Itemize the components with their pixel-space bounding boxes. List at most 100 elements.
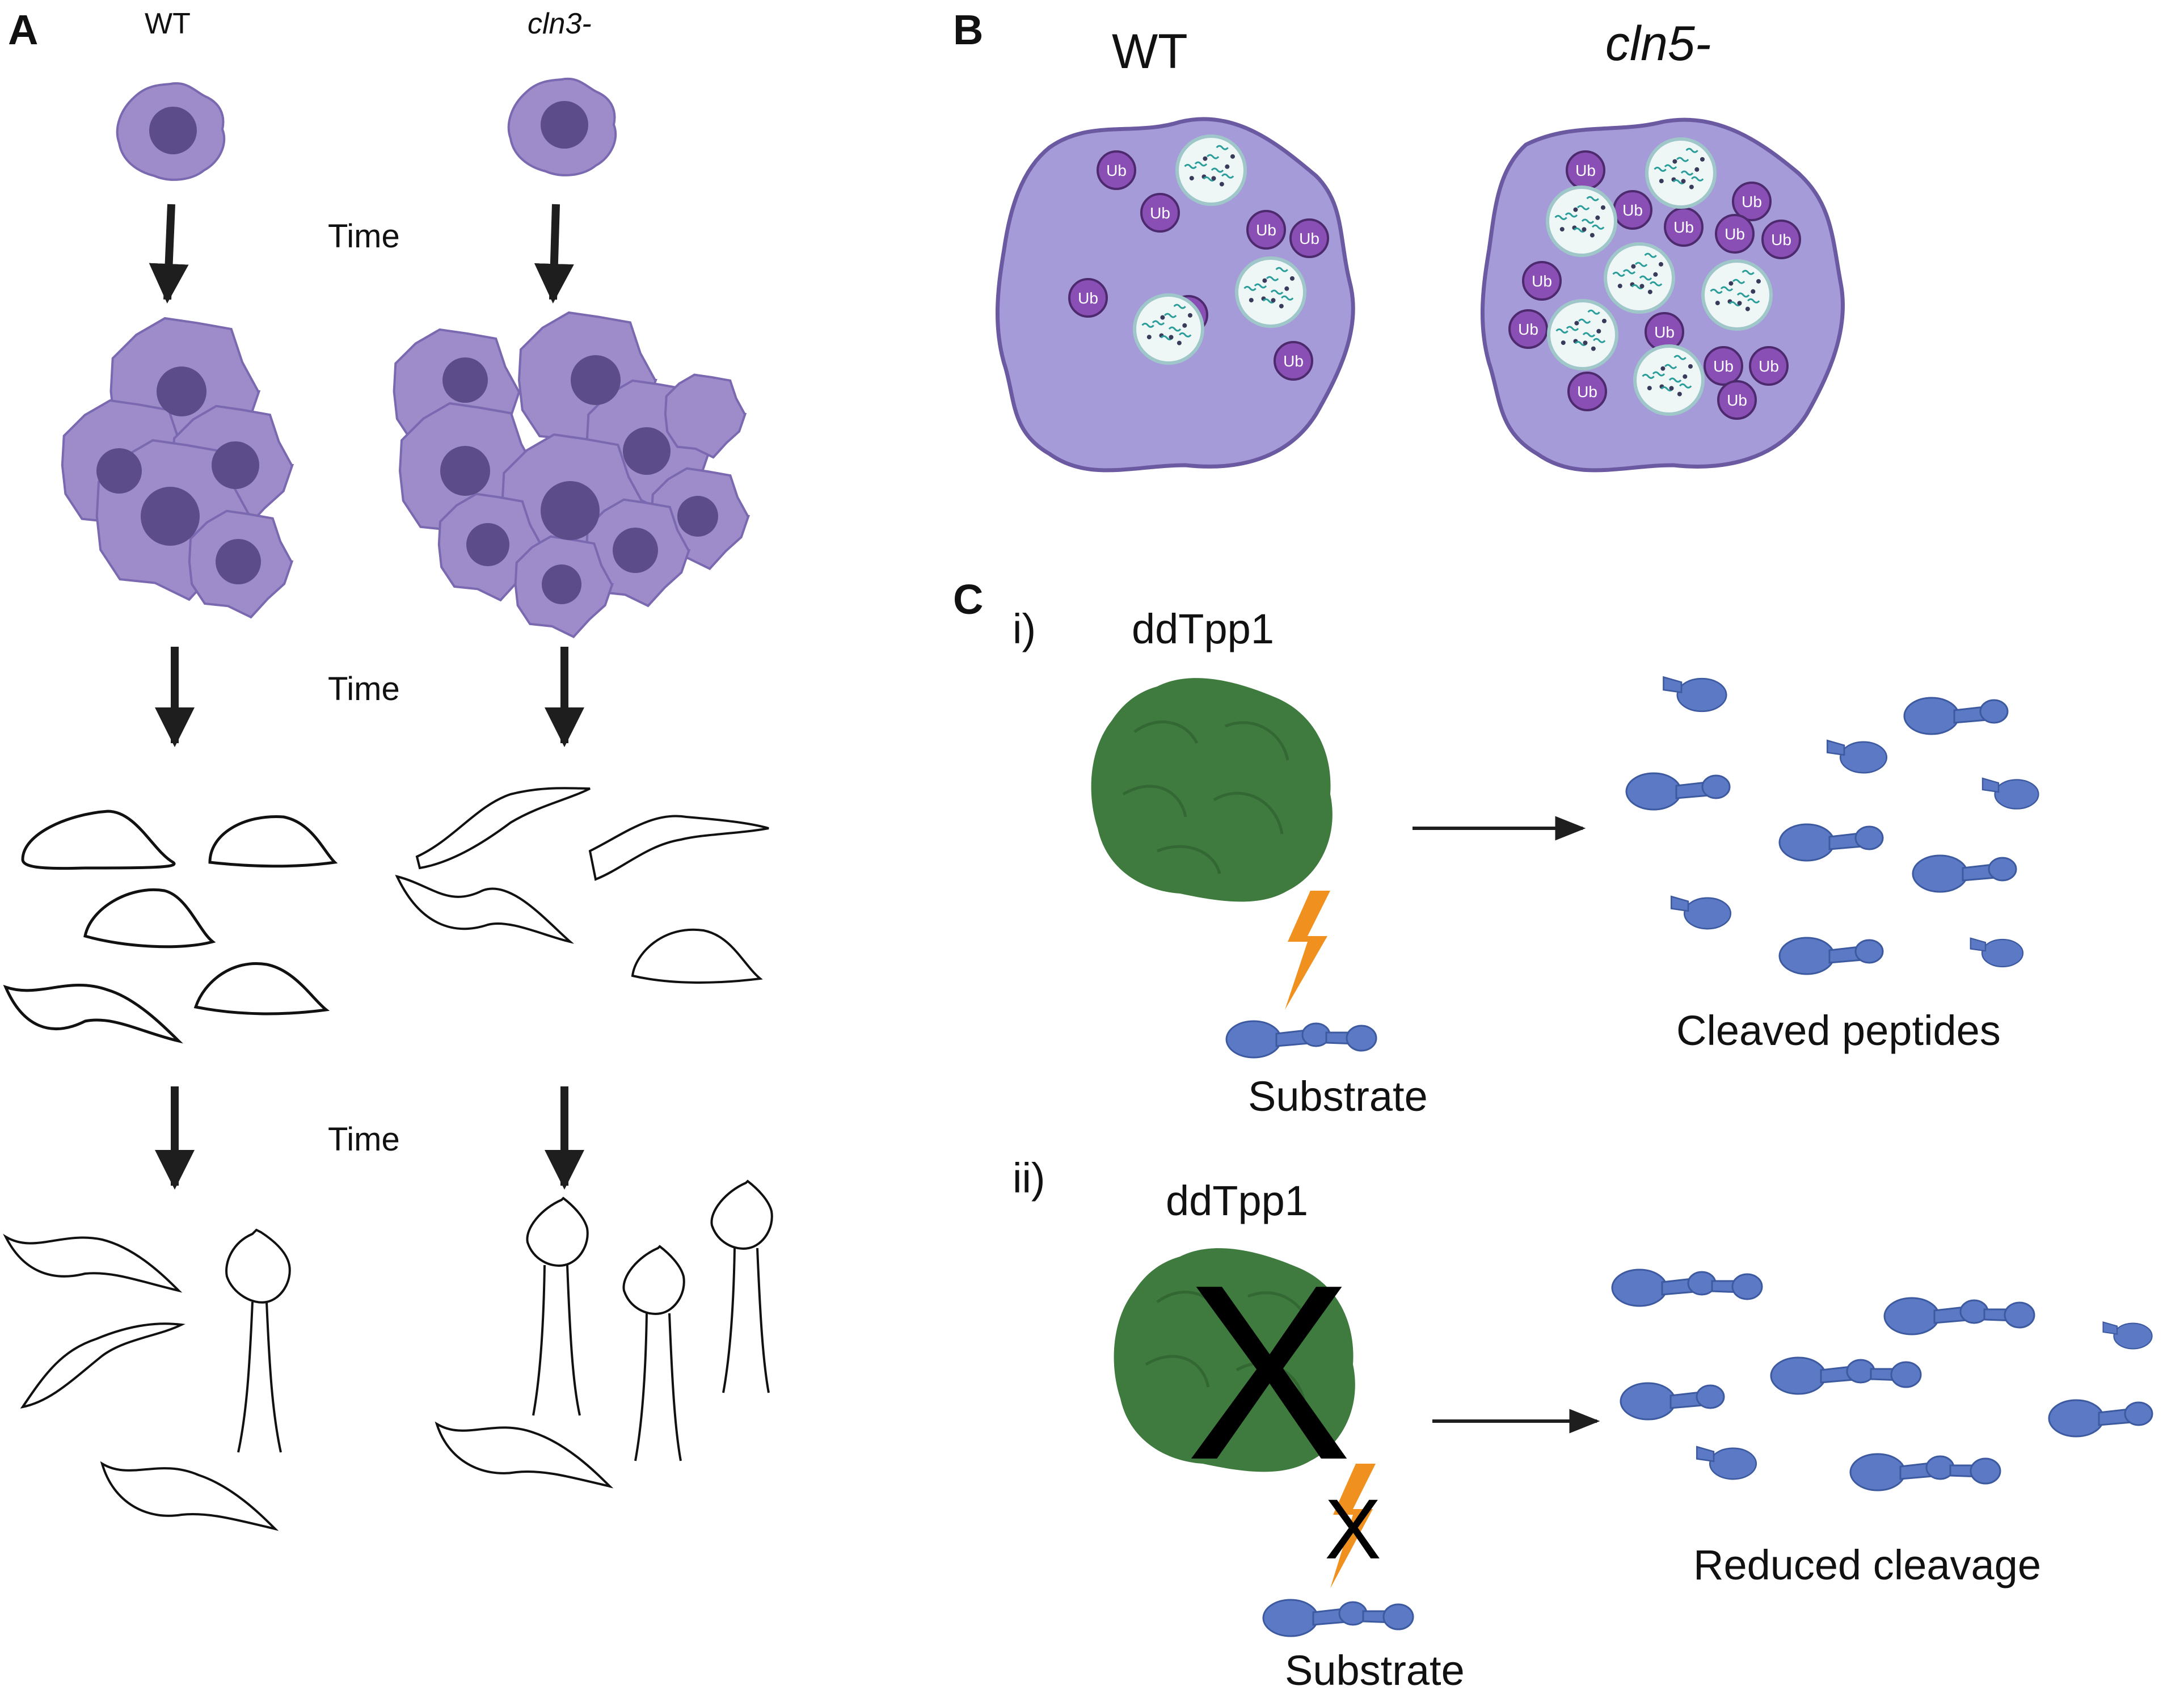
mutant-amoebae <box>395 787 769 984</box>
peptide-shape <box>1670 895 1732 930</box>
svg-text:Ub: Ub <box>1622 201 1643 219</box>
panel-label-b: B <box>953 6 984 53</box>
product-label-i: Cleaved peptides <box>1676 1007 2001 1054</box>
product-label-ii: Reduced cleavage <box>1693 1541 2041 1588</box>
panel-label-c: C <box>953 576 984 623</box>
peptide-shape <box>2102 1321 2153 1350</box>
time-label-2: Time <box>328 671 400 707</box>
lysosome-vesicle <box>1604 242 1675 314</box>
ub-vesicle: Ub <box>1508 309 1548 349</box>
peptide-shape <box>1620 1382 1725 1421</box>
lysosome-vesicle <box>1701 259 1773 331</box>
svg-text:Ub: Ub <box>1283 352 1304 370</box>
ub-vesicle: Ub <box>1749 346 1789 386</box>
ub-vesicle: Ub <box>1704 346 1743 386</box>
svg-text:Ub: Ub <box>1742 193 1762 210</box>
svg-text:Ub: Ub <box>1150 204 1170 222</box>
panel-a-mutant-heading: cln3- <box>528 7 592 40</box>
svg-text:Ub: Ub <box>1713 357 1734 375</box>
peptide-shape <box>1611 1269 1763 1307</box>
svg-text:Ub: Ub <box>1078 289 1098 307</box>
peptide-shape <box>1625 772 1731 811</box>
lysosome-vesicle <box>1645 137 1717 209</box>
peptide-shape <box>1778 823 1884 862</box>
panel-label-a: A <box>8 6 39 53</box>
mutant-bottom-stage <box>435 1179 773 1489</box>
peptide-shape <box>1849 1453 2001 1491</box>
ub-vesicle: Ub <box>1732 182 1772 221</box>
ub-vesicle: Ub <box>1140 193 1180 233</box>
svg-text:Ub: Ub <box>1256 221 1276 239</box>
arrow-mut-1 <box>534 204 574 304</box>
panel-b-wt-heading: WT <box>1112 24 1188 79</box>
ub-vesicle: Ub <box>1068 278 1108 318</box>
peptide-shape <box>2048 1399 2153 1438</box>
wt-amoebae <box>3 810 338 1044</box>
wt-cell-cluster <box>61 317 294 619</box>
lightning-bolt-ii <box>1330 1464 1376 1588</box>
mutant-single-cell <box>507 77 617 176</box>
ub-vesicle: Ub <box>1761 220 1801 259</box>
substrate-label-i: Substrate <box>1248 1073 1428 1120</box>
peptide-shape <box>1770 1356 1922 1395</box>
ub-vesicle: Ub <box>1717 380 1757 420</box>
panel-b-diagram: UbUbUbUbUbUbUbUbUbUbUbUbUbUbUbUbUbUbUbUb <box>995 117 1845 473</box>
svg-text:Ub: Ub <box>1577 383 1597 401</box>
svg-text:Ub: Ub <box>1727 391 1747 409</box>
wt-single-cell <box>116 82 226 181</box>
svg-text:Ub: Ub <box>1759 357 1779 375</box>
lysosome-vesicle <box>1175 134 1247 206</box>
arrow-wt-1 <box>149 204 189 304</box>
svg-text:Ub: Ub <box>1299 230 1319 247</box>
svg-text:Ub: Ub <box>1725 225 1745 243</box>
ub-vesicle: Ub <box>1566 150 1605 190</box>
substrate-label-ii: Substrate <box>1285 1647 1465 1694</box>
enzyme-label-ii: ddTpp1 <box>1166 1177 1308 1224</box>
enzyme-block-mark: X <box>1186 1233 1352 1512</box>
ub-vesicle: Ub <box>1715 214 1755 254</box>
ub-vesicle: Ub <box>1274 341 1313 381</box>
lightning-bolt-i <box>1285 891 1330 1010</box>
lysosome-vesicle <box>1547 299 1618 370</box>
roman-ii: ii) <box>1013 1154 1045 1202</box>
time-label-1: Time <box>328 218 400 255</box>
peptide-shape <box>1903 697 2009 735</box>
svg-text:Ub: Ub <box>1575 162 1596 179</box>
peptide-shape <box>1262 1599 1414 1637</box>
peptide-shape <box>1225 1020 1377 1059</box>
ub-vesicle: Ub <box>1645 312 1684 352</box>
peptide-shape <box>1826 739 1888 774</box>
peptide-shape <box>1663 676 1727 713</box>
peptide-shape <box>1912 854 2017 893</box>
svg-text:Ub: Ub <box>1532 272 1552 290</box>
lysosome-vesicle <box>1633 344 1705 416</box>
mutant-cell-cluster <box>393 311 751 638</box>
ub-vesicle: Ub <box>1567 372 1607 411</box>
svg-text:Ub: Ub <box>1654 323 1675 341</box>
enzyme-blob-i <box>1091 678 1333 902</box>
peptide-shape <box>1970 937 2024 968</box>
ub-vesicle: Ub <box>1664 207 1704 247</box>
peptide-shape <box>1883 1297 2035 1335</box>
ub-vesicle: Ub <box>1613 190 1652 230</box>
panel-a-wt-heading: WT <box>145 7 191 40</box>
svg-text:Ub: Ub <box>1771 231 1791 248</box>
enzyme-label-i: ddTpp1 <box>1132 605 1274 652</box>
lysosome-vesicle <box>1235 256 1306 328</box>
svg-text:Ub: Ub <box>1673 218 1694 236</box>
roman-i: i) <box>1013 605 1036 652</box>
peptide-shape <box>1778 937 1884 975</box>
ub-vesicle: Ub <box>1097 150 1136 190</box>
wt-bottom-stage <box>3 1228 291 1531</box>
peptide-shape <box>1981 777 2039 810</box>
ub-vesicle: Ub <box>1289 218 1329 258</box>
panel-c-diagram <box>1091 676 2153 1637</box>
time-label-3: Time <box>328 1121 400 1158</box>
svg-text:Ub: Ub <box>1518 321 1538 338</box>
panel-a-diagram <box>3 77 773 1531</box>
ub-vesicle: Ub <box>1522 261 1562 301</box>
bolt-block-mark: X <box>1325 1481 1382 1577</box>
vesicle-layer: UbUbUbUbUbUbUbUbUbUbUbUbUbUbUbUbUbUbUbUb <box>1068 134 1801 420</box>
peptide-layer <box>1225 676 2153 1637</box>
